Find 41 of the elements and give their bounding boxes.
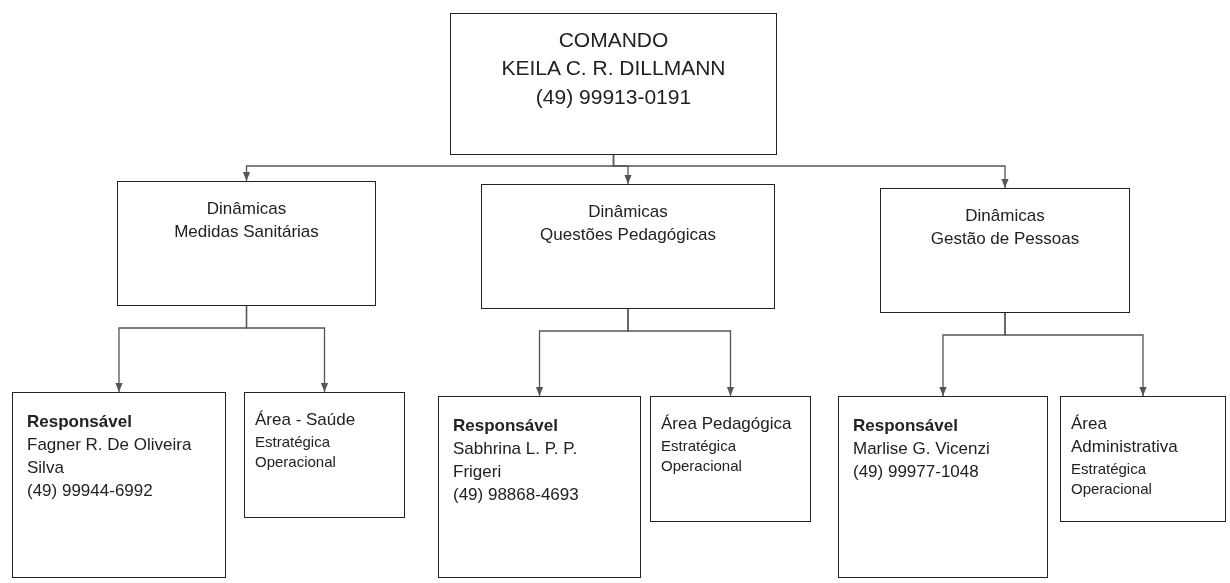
box-text: Operacional bbox=[255, 452, 337, 473]
org-box bbox=[481, 184, 775, 309]
box-text: Operacional bbox=[1071, 479, 1153, 500]
box-heading: Área Pedagógica bbox=[661, 413, 793, 435]
box-heading: Responsável bbox=[27, 411, 133, 433]
box-text: Estratégica bbox=[255, 431, 332, 452]
box-heading: Dinâmicas bbox=[965, 205, 1045, 227]
connector-arrow bbox=[627, 308, 735, 397]
box-text: Questões Pedagógicas bbox=[540, 223, 716, 246]
org-box bbox=[438, 396, 641, 578]
org-box bbox=[244, 392, 405, 518]
box-heading: Dinâmicas bbox=[206, 198, 287, 220]
box-text: Medidas Sanitárias bbox=[174, 220, 319, 243]
box-text: Operacional bbox=[661, 456, 743, 477]
box-text: KEILA C. R. DILLMANN bbox=[501, 55, 726, 82]
org-box bbox=[650, 396, 811, 522]
box-text: (49) 99913-0191 bbox=[535, 83, 692, 110]
box-heading: Área - Saúde bbox=[255, 409, 357, 431]
box-text: (49) 99944-6992 bbox=[27, 479, 154, 502]
org-box bbox=[117, 181, 376, 306]
box-text: Gestão de Pessoas bbox=[930, 227, 1080, 250]
box-heading: Responsável bbox=[853, 415, 959, 437]
org-box bbox=[880, 188, 1130, 313]
box-text: Estratégica bbox=[1071, 458, 1148, 479]
connector-arrow bbox=[612, 154, 1009, 189]
box-heading: COMANDO bbox=[558, 27, 669, 53]
box-text: Estratégica bbox=[661, 435, 738, 456]
box-text: Fagner R. De Oliveira Silva bbox=[27, 433, 193, 479]
org-box bbox=[450, 13, 777, 155]
org-box bbox=[12, 392, 226, 578]
org-box bbox=[838, 396, 1048, 578]
box-heading: Área Administrativa bbox=[1071, 413, 1179, 458]
box-heading: Responsável bbox=[453, 415, 559, 437]
box-text: (49) 99977-1048 bbox=[853, 460, 980, 483]
box-heading: Dinâmicas bbox=[588, 201, 668, 223]
connector-arrow bbox=[245, 305, 329, 393]
org-box bbox=[1060, 396, 1226, 522]
box-text: Marlise G. Vicenzi bbox=[853, 437, 991, 460]
box-text: (49) 98868-4693 bbox=[453, 483, 580, 506]
connector-arrow bbox=[1004, 312, 1147, 397]
box-text: Sabhrina L. P. P. Frigeri bbox=[453, 437, 579, 483]
